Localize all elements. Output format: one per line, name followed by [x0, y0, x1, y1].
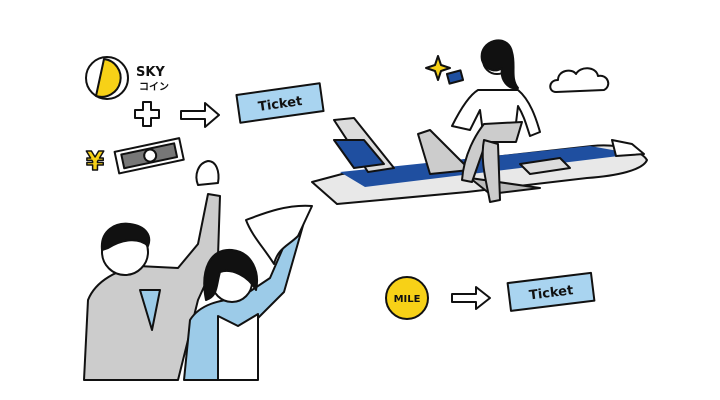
- coin-label-jp: コイン: [139, 81, 169, 93]
- banknote-icon: [113, 137, 185, 175]
- sky-coin-label: SKY: [136, 65, 165, 80]
- man-waving-illustration: [83, 160, 221, 381]
- plus-icon: [134, 101, 160, 127]
- woman-sitting-illustration: [445, 39, 541, 203]
- sky-coin-icon: [85, 56, 129, 100]
- ticket-top: Ticket: [235, 82, 325, 124]
- sparkle-icon: [425, 55, 451, 81]
- mile-coin-label: MILE: [394, 294, 421, 305]
- yen-icon: ¥: [86, 147, 104, 177]
- woman-waving-illustration: [183, 204, 313, 381]
- ticket-bottom-label: Ticket: [528, 283, 574, 303]
- mile-coin-icon: [385, 276, 429, 320]
- ticket-bottom: Ticket: [506, 271, 596, 312]
- handkerchief-icon: [245, 204, 313, 265]
- arrow-right-icon: [451, 286, 491, 310]
- arrow-right-icon: [180, 102, 220, 128]
- cloud-icon: [549, 67, 610, 93]
- ticket-top-label: Ticket: [257, 94, 303, 115]
